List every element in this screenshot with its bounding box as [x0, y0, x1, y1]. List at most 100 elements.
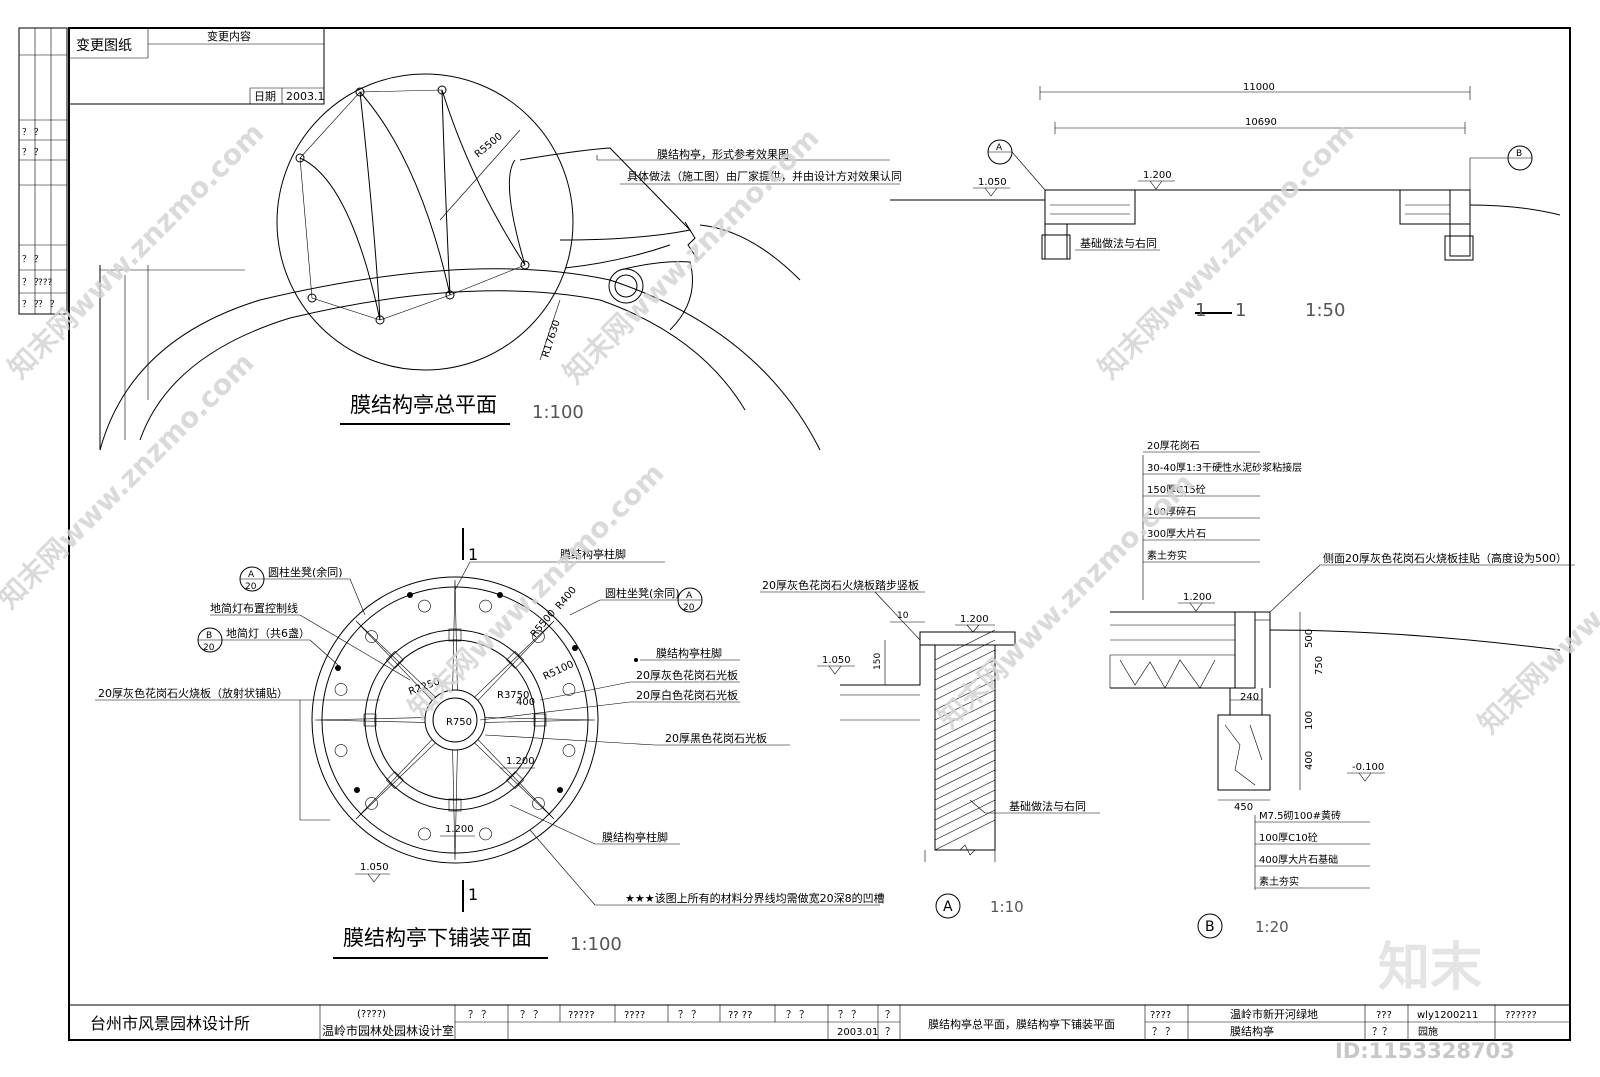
hatch-line — [934, 729, 996, 761]
hatch-line — [934, 709, 996, 741]
paving-ray — [355, 620, 436, 701]
date-value: 2003.1 — [286, 90, 325, 103]
dim-400: 400 — [1304, 751, 1315, 770]
ref-mark: B — [206, 631, 212, 641]
dim-10: 10 — [897, 611, 909, 621]
side-mark: ？ ？ — [22, 278, 43, 288]
project-name: 温岭市新开河绿地 — [1230, 1007, 1318, 1021]
dim-750: 750 — [1314, 656, 1325, 675]
label-column-foot-top: 膜结构亭柱脚 — [560, 547, 626, 561]
radius-label: R3750 — [497, 690, 529, 701]
watermark-text: 知末网www.znzmo.com — [932, 466, 1201, 735]
hatch-line — [934, 639, 996, 671]
hatch-line — [934, 789, 996, 821]
seat-marker — [562, 744, 576, 757]
layer-label: 30-40厚1:3干硬性水泥砂浆粘接层 — [1147, 461, 1302, 474]
label-column-foot-mid: 膜结构亭柱脚 — [656, 646, 722, 660]
radius-label: R5500 — [473, 131, 505, 160]
date-label: 日期 — [254, 90, 276, 103]
plan1-scale: 1:100 — [532, 402, 584, 423]
membrane-pavilion-site-plan: R5500 R17630 膜结构亭，形式参考效果图 具体做法（施工图）由厂家提供… — [99, 73, 902, 451]
column-foot — [385, 650, 404, 669]
detail-b: 20厚花岗石30-40厚1:3干硬性水泥砂浆粘接层150厚C15砼100厚碎石3… — [1109, 439, 1575, 939]
dim-450: 450 — [1234, 802, 1253, 813]
side-mark: ？ ？ — [38, 300, 59, 310]
note-grooves: ★★★该图上所有的材料分界线均需做宽20深8的凹槽 — [625, 891, 885, 905]
paving-ray — [355, 739, 436, 820]
tb-cell: ？ ？ — [468, 1010, 491, 1021]
section-mark-b: B — [1516, 149, 1522, 159]
label-seat-left: 圆柱坐凳(余同) — [268, 565, 343, 579]
title-block: 台州市风景园林设计所 (????) 温岭市园林处园林设计室 ？ ？ ？ ？ ??… — [69, 1004, 1570, 1041]
hatch-line — [934, 689, 996, 721]
company-name: 台州市风景园林设计所 — [90, 1014, 250, 1033]
layer-label: 20厚花岗石 — [1147, 439, 1200, 452]
label-grey-polish: 20厚灰色花岗石光板 — [636, 668, 738, 682]
hatch-line — [934, 809, 996, 841]
sub-q: ？ ？ — [1152, 1027, 1175, 1038]
elev-top: 1.200 — [960, 614, 989, 625]
cut-label-bottom: 1 — [468, 885, 478, 904]
change-table: 变更图纸 变更内容 日期 2003.1 — [68, 27, 325, 105]
radius-label: R17630 — [540, 319, 562, 359]
base-layer-label: 100厚C10砼 — [1259, 831, 1318, 844]
label-black-polish: 20厚黑色花岗石光板 — [665, 731, 767, 745]
plan1-title: 膜结构亭总平面 — [350, 393, 497, 417]
label-column-foot-bot: 膜结构亭柱脚 — [602, 830, 668, 844]
hatch-line — [934, 669, 996, 701]
ref-mark: 20 — [245, 582, 257, 592]
radius-label: 400 — [516, 697, 535, 708]
hatch-line — [934, 819, 996, 851]
side-mark: ？ ？ — [22, 148, 43, 158]
no-label: ??? — [1376, 1010, 1392, 1021]
tb-cell: ？ ？ — [786, 1010, 809, 1021]
seat-marker — [479, 599, 492, 613]
side-mark: ？ ？ — [22, 300, 43, 310]
label-seat-right: 圆柱坐凳(余同) — [605, 586, 680, 600]
side-strip: ？ ？ ？ ？ ？ ？ ？ ？ ？ ？ ??? ？ ？ — [18, 27, 68, 315]
seat-marker — [418, 599, 431, 613]
pavilion-paving-plan: 1 1 R750 R2250 R3750 400 R5100 R5500 R40… — [95, 528, 885, 959]
label-lamp: 地简灯（共6盏） — [226, 626, 310, 640]
elev-center: 1.200 — [506, 756, 535, 767]
ref-mark: 20 — [683, 603, 695, 613]
seat-marker — [334, 683, 348, 696]
watermark-text: 知末网www.znzmo.com — [1092, 116, 1361, 385]
ref-value: ?????? — [1505, 1010, 1537, 1021]
foundation-note: 基础做法与右同 — [1080, 236, 1157, 250]
dim-10690: 10690 — [1245, 117, 1277, 128]
elev-top: 1.200 — [1183, 592, 1212, 603]
tb-cell: ????? — [568, 1010, 595, 1021]
note-membrane-form: 膜结构亭，形式参考效果图 — [657, 147, 789, 161]
elev-low: -0.100 — [1352, 762, 1384, 773]
radius-label: R5100 — [542, 659, 576, 683]
change-drawing-label: 变更图纸 — [76, 38, 132, 54]
layer-label: 素土夯实 — [1147, 549, 1187, 562]
column-foot — [363, 713, 377, 727]
tb-cell: ？ ？ — [520, 1010, 543, 1021]
hatch-line — [934, 719, 996, 751]
detail-a-circle: A — [943, 899, 953, 915]
sub-project: 膜结构亭 — [1230, 1024, 1274, 1038]
section-title-num: 1 — [1235, 300, 1246, 321]
tb-date: 2003.01 — [837, 1027, 878, 1038]
ref-mark: 20 — [203, 643, 215, 653]
column-foot — [448, 798, 462, 812]
detail-a-label: 20厚灰色花岗石火烧板踏步竖板 — [762, 578, 919, 592]
elev-ring: 1.200 — [445, 824, 474, 835]
elev-low: 1.050 — [822, 655, 851, 666]
cut-label-top: 1 — [468, 545, 478, 564]
base-layer-label: 素土夯实 — [1259, 875, 1299, 888]
dim-11000: 11000 — [1243, 82, 1275, 93]
hatch-line — [934, 799, 996, 831]
elev-left: 1.050 — [978, 177, 1007, 188]
side-mark: ？ ？ — [22, 255, 43, 265]
elev-out: 1.050 — [360, 862, 389, 873]
column-foot — [448, 628, 462, 642]
watermark-text: 知末网www.znzmo.com — [557, 121, 826, 390]
detail-a: 20厚灰色花岗石火烧板踏步竖板 10 150 1.200 1.050 基础做法与… — [760, 578, 1100, 919]
detail-a-foundation: 基础做法与右同 — [1009, 799, 1086, 813]
office-code: (????) — [357, 1009, 386, 1020]
section-scale: 1:50 — [1305, 300, 1345, 321]
project-code: ???? — [1150, 1010, 1171, 1021]
